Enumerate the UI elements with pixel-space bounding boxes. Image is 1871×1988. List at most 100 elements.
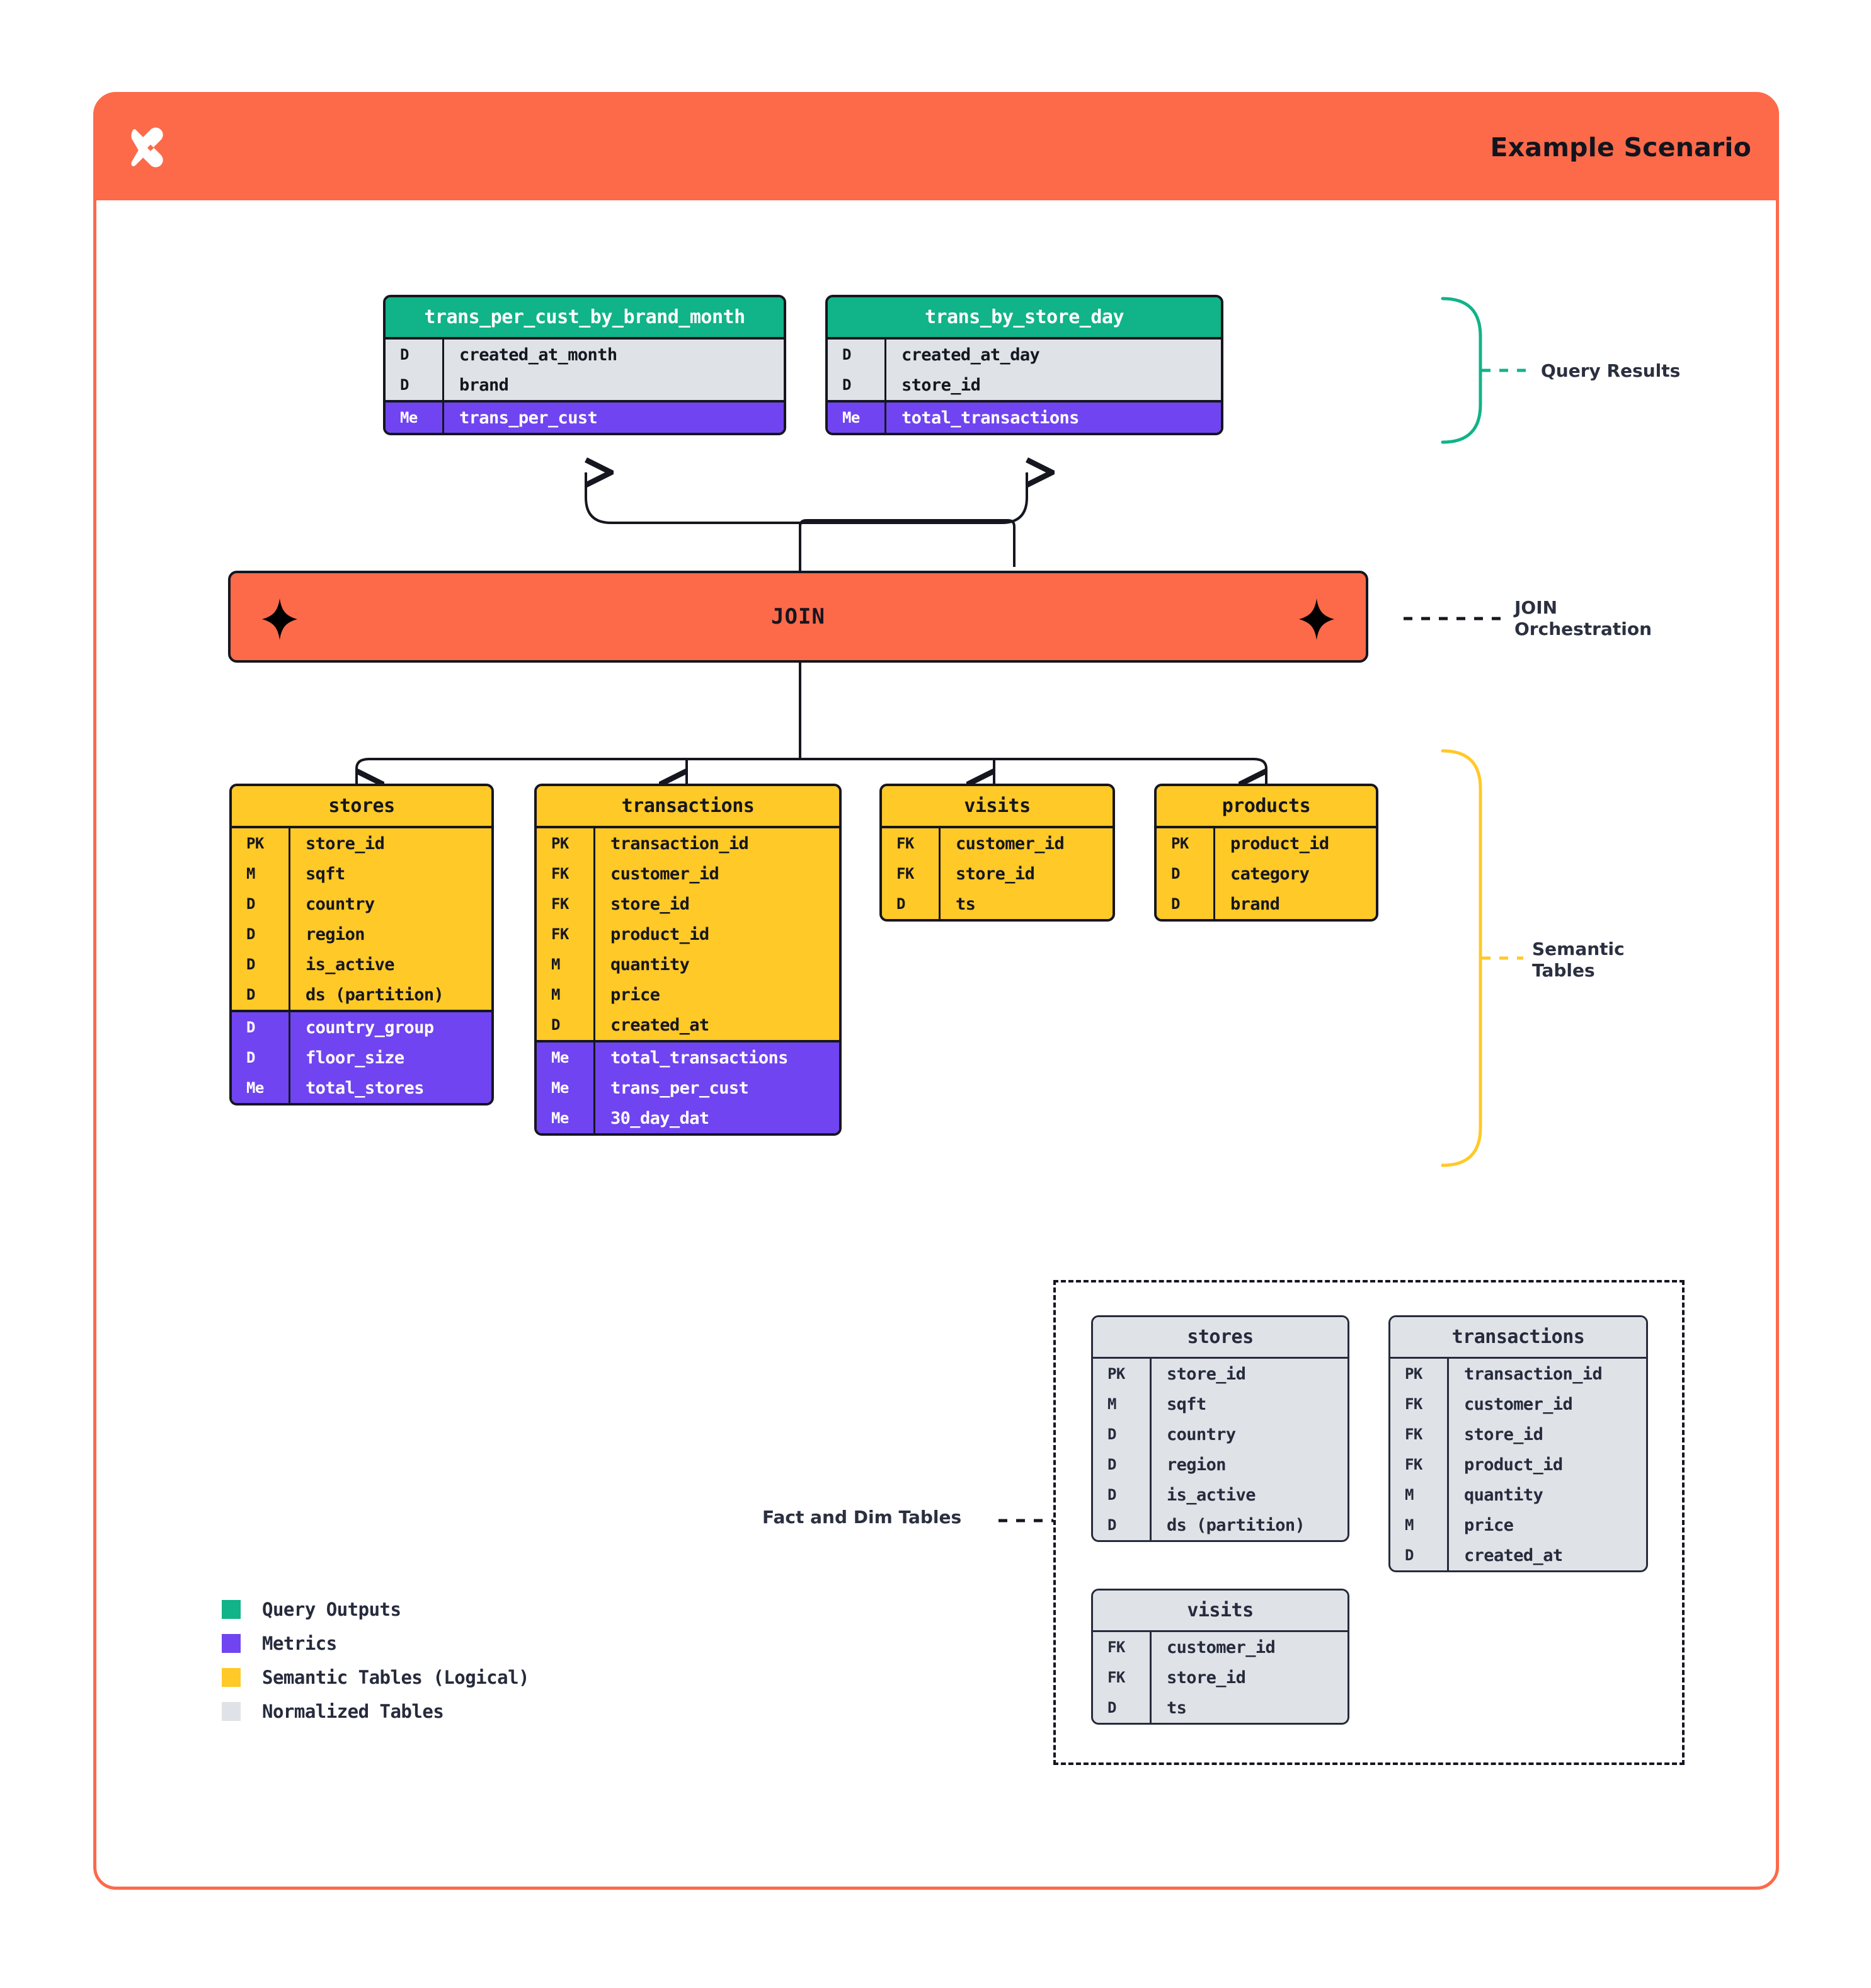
column-divider bbox=[289, 1043, 290, 1073]
row-value: brand bbox=[459, 375, 509, 395]
row-value: brand bbox=[1230, 894, 1280, 914]
column-divider bbox=[1150, 1510, 1152, 1540]
legend-item: Query Outputs bbox=[222, 1592, 529, 1626]
column-divider bbox=[1447, 1480, 1449, 1510]
table-title: transactions bbox=[1390, 1317, 1646, 1357]
row-value: ts bbox=[956, 894, 976, 914]
row-key: D bbox=[1171, 865, 1180, 883]
annotation-line-1: Semantic bbox=[1532, 939, 1625, 959]
row-value: sqft bbox=[306, 864, 345, 884]
column-divider bbox=[1150, 1632, 1152, 1662]
fact-dim-group-box bbox=[1053, 1280, 1685, 1765]
column-divider bbox=[289, 980, 290, 1010]
annotation-fact-and-dim-tables: Fact and Dim Tables bbox=[762, 1507, 962, 1528]
column-divider bbox=[593, 1073, 595, 1103]
row-value: ts bbox=[1167, 1698, 1187, 1718]
row-value: created_at bbox=[610, 1015, 709, 1035]
column-divider bbox=[1150, 1693, 1152, 1723]
row-value: total_transactions bbox=[610, 1048, 788, 1068]
row-value: product_id bbox=[1464, 1454, 1563, 1475]
column-divider bbox=[593, 980, 595, 1010]
table-row: D created_at_day bbox=[828, 340, 1221, 370]
table-title: trans_by_store_day bbox=[828, 297, 1221, 337]
row-value: store_id bbox=[1167, 1667, 1246, 1688]
column-divider bbox=[1150, 1419, 1152, 1449]
row-value: customer_id bbox=[1464, 1394, 1573, 1414]
annotation-line-2: Orchestration bbox=[1514, 619, 1652, 640]
sparkle-icon bbox=[261, 597, 299, 641]
join-orchestration-bar[interactable]: JOIN bbox=[228, 571, 1368, 663]
row-key: FK bbox=[551, 925, 569, 943]
table-title: transactions bbox=[537, 786, 839, 826]
row-key: D bbox=[842, 376, 851, 394]
column-divider bbox=[289, 859, 290, 889]
row-value: country bbox=[1167, 1424, 1236, 1444]
legend-label: Metrics bbox=[262, 1633, 337, 1654]
query-result-table-1[interactable]: trans_by_store_day D created_at_day D st… bbox=[825, 295, 1223, 435]
column-divider bbox=[1150, 1480, 1152, 1510]
card-header: Example Scenario bbox=[96, 94, 1779, 200]
row-key: FK bbox=[1405, 1425, 1422, 1443]
row-value: store_id bbox=[956, 864, 1035, 884]
row-value: ds (partition) bbox=[306, 985, 444, 1005]
legend-swatch-semantic-tables bbox=[222, 1668, 241, 1687]
row-key: D bbox=[1107, 1699, 1116, 1717]
table-row: D brand bbox=[386, 370, 784, 400]
row-value: customer_id bbox=[610, 864, 719, 884]
column-divider bbox=[593, 1043, 595, 1073]
row-value: country bbox=[306, 894, 375, 914]
row-value: transaction_id bbox=[1464, 1364, 1603, 1384]
table-title: stores bbox=[1093, 1317, 1347, 1357]
row-key: FK bbox=[896, 865, 914, 883]
row-value: transaction_id bbox=[610, 833, 749, 854]
column-divider bbox=[1150, 1359, 1152, 1389]
row-key: Me bbox=[551, 1049, 569, 1066]
row-key: D bbox=[1107, 1516, 1116, 1534]
column-divider bbox=[593, 949, 595, 980]
row-value: 30_day_dat bbox=[610, 1108, 709, 1128]
row-key: PK bbox=[1171, 835, 1189, 852]
row-key: PK bbox=[246, 835, 264, 852]
column-divider bbox=[939, 889, 941, 919]
legend-item: Semantic Tables (Logical) bbox=[222, 1660, 530, 1694]
row-key: FK bbox=[1107, 1638, 1125, 1656]
column-divider bbox=[593, 919, 595, 949]
row-value: store_id bbox=[1464, 1424, 1543, 1444]
row-value: trans_per_cust bbox=[610, 1078, 749, 1098]
query-result-table-0[interactable]: trans_per_cust_by_brand_month D created_… bbox=[383, 295, 786, 435]
row-key: D bbox=[1107, 1456, 1116, 1473]
row-value: store_id bbox=[1167, 1364, 1246, 1384]
column-divider bbox=[1213, 828, 1215, 859]
table-row: FK store_id bbox=[1390, 1419, 1646, 1449]
table-row: D store_id bbox=[828, 370, 1221, 400]
dimension-section: D created_at_month D brand bbox=[386, 337, 784, 400]
row-key: D bbox=[551, 1016, 560, 1034]
row-value: product_id bbox=[1230, 833, 1329, 854]
